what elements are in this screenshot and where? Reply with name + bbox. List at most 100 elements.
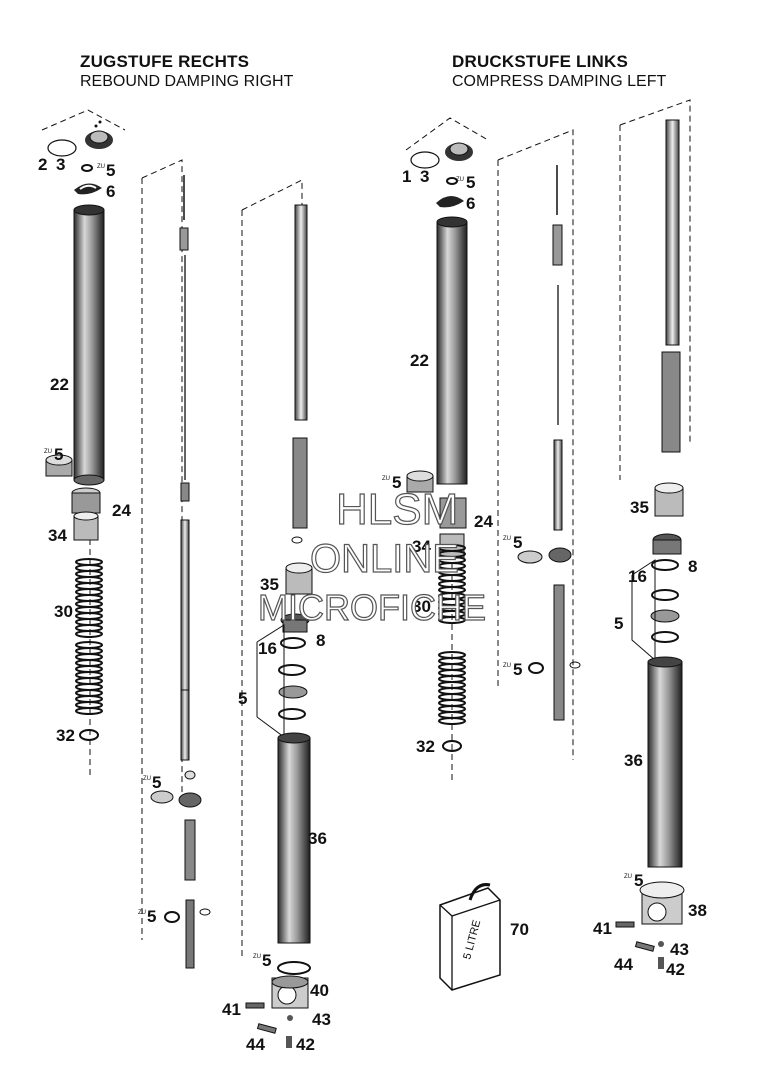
callout-5: 5 xyxy=(614,614,623,633)
damper-rod xyxy=(291,204,308,544)
callout-5: 5 xyxy=(392,473,401,492)
callout-5: 5 xyxy=(513,533,522,552)
piston-16-8-left xyxy=(651,533,682,571)
guide-bushing-24 xyxy=(71,487,101,514)
dashed-outline-compression-cartridge xyxy=(497,129,574,760)
screw-42-left xyxy=(658,957,664,969)
callout-16: 16 xyxy=(628,567,647,586)
callout-24: 24 xyxy=(474,512,493,531)
callout-5: 5 xyxy=(238,689,247,708)
callout-labels: 2 3 5 6 22 5 24 34 30 32 5 5 35 16 8 5 3… xyxy=(38,155,707,1054)
callout-5: 5 xyxy=(152,773,161,792)
callout-41: 41 xyxy=(593,919,612,938)
o-ring-part-left xyxy=(446,177,458,185)
compression-cartridge-rod xyxy=(517,165,581,721)
callout-3: 3 xyxy=(420,167,429,186)
seal-part-left xyxy=(406,470,434,493)
callout-38: 38 xyxy=(688,901,707,920)
washer-44-left xyxy=(634,941,655,952)
spring-coil xyxy=(438,717,466,725)
zu-mark: ZU xyxy=(138,910,146,916)
outer-tube-22-left xyxy=(436,216,468,485)
header-left-subtitle: COMPRESS DAMPING LEFT xyxy=(452,73,667,90)
callout-3: 3 xyxy=(56,155,65,174)
callout-6: 6 xyxy=(106,182,115,201)
callout-30: 30 xyxy=(54,602,73,621)
zu-mark: ZU xyxy=(503,663,511,669)
dashed-outline-cap-box-left xyxy=(405,117,489,151)
ring-stack-5 xyxy=(278,664,308,720)
header-left-title: DRUCKSTUFE LINKS xyxy=(452,52,629,71)
zu-mark: ZU xyxy=(503,536,511,542)
axle-clamp-38 xyxy=(639,881,685,925)
rebound-valve-stack xyxy=(150,770,211,969)
callout-40: 40 xyxy=(310,981,329,1000)
watermark-line1: HLSM xyxy=(336,485,458,534)
rebound-damping-right-assembly xyxy=(41,109,313,1048)
spring-seat-35 xyxy=(285,562,313,595)
callout-43: 43 xyxy=(312,1010,331,1029)
callout-36: 36 xyxy=(308,829,327,848)
spring-30 xyxy=(75,558,103,715)
callout-22: 22 xyxy=(410,351,429,370)
zu-marks: ZU ZU ZU ZU ZU ZU ZU ZU ZU ZU xyxy=(44,164,632,960)
callout-8: 8 xyxy=(316,631,325,650)
callout-5: 5 xyxy=(262,951,271,970)
watermark-line3: MICROFICHE xyxy=(258,587,486,628)
callout-5: 5 xyxy=(54,445,63,464)
inner-tube-36-left xyxy=(647,656,683,868)
zu-mark: ZU xyxy=(44,449,52,455)
oil-can-70: 5 LITRE xyxy=(439,883,501,991)
ring-stack-5-left xyxy=(650,589,680,643)
callout-5: 5 xyxy=(106,161,115,180)
spring-coil xyxy=(75,707,103,715)
spring-coil xyxy=(75,630,103,638)
o-ring-part xyxy=(81,164,93,172)
callout-32: 32 xyxy=(56,726,75,745)
callout-34: 34 xyxy=(48,526,67,545)
header-right-title: ZUGSTUFE RECHTS xyxy=(80,52,250,71)
callout-35: 35 xyxy=(260,575,279,594)
callout-41: 41 xyxy=(222,1000,241,1019)
callout-43: 43 xyxy=(670,940,689,959)
rebound-cartridge-rod xyxy=(179,175,190,761)
callout-5: 5 xyxy=(513,660,522,679)
callout-24: 24 xyxy=(112,501,131,520)
zu-mark: ZU xyxy=(253,954,261,960)
nut-43-left xyxy=(658,941,664,947)
callout-22: 22 xyxy=(50,375,69,394)
washer-44 xyxy=(256,1023,277,1034)
guide-bushing-24-left xyxy=(439,497,467,529)
callout-35: 35 xyxy=(630,498,649,517)
callout-70: 70 xyxy=(510,920,529,939)
spring-30-left xyxy=(438,544,466,725)
fork-cap-part-left xyxy=(410,142,473,169)
dashed-outline-rebound-cartridge xyxy=(141,159,183,800)
outer-tube-22 xyxy=(73,204,105,486)
washer-32-left xyxy=(442,740,462,752)
dashed-outline-compression-damper xyxy=(619,99,691,445)
washer-32 xyxy=(79,729,99,741)
bolt-41-left xyxy=(615,921,635,928)
callout-32: 32 xyxy=(416,737,435,756)
zu-mark: ZU xyxy=(624,874,632,880)
callout-1: 1 xyxy=(402,167,411,186)
fork-cap-part xyxy=(47,120,113,157)
compress-damping-left-assembly: 5 LITRE xyxy=(405,99,691,991)
nut-43 xyxy=(287,1015,293,1021)
dashed-outline-cap-box xyxy=(41,109,126,131)
zu-mark: ZU xyxy=(143,776,151,782)
callout-6: 6 xyxy=(466,194,475,213)
callout-30: 30 xyxy=(412,597,431,616)
zu-mark: ZU xyxy=(382,476,390,482)
callout-5: 5 xyxy=(466,173,475,192)
slide-bushing-34 xyxy=(73,511,99,541)
clip-part xyxy=(74,183,102,195)
zu-mark: ZU xyxy=(97,164,105,170)
watermark-line2: ONLINE xyxy=(310,537,459,581)
damper-rod-left xyxy=(661,119,681,453)
clip-part-left xyxy=(436,195,464,208)
watermark: HLSM ONLINE MICROFICHE xyxy=(257,484,486,628)
inner-tube-36 xyxy=(277,732,311,944)
